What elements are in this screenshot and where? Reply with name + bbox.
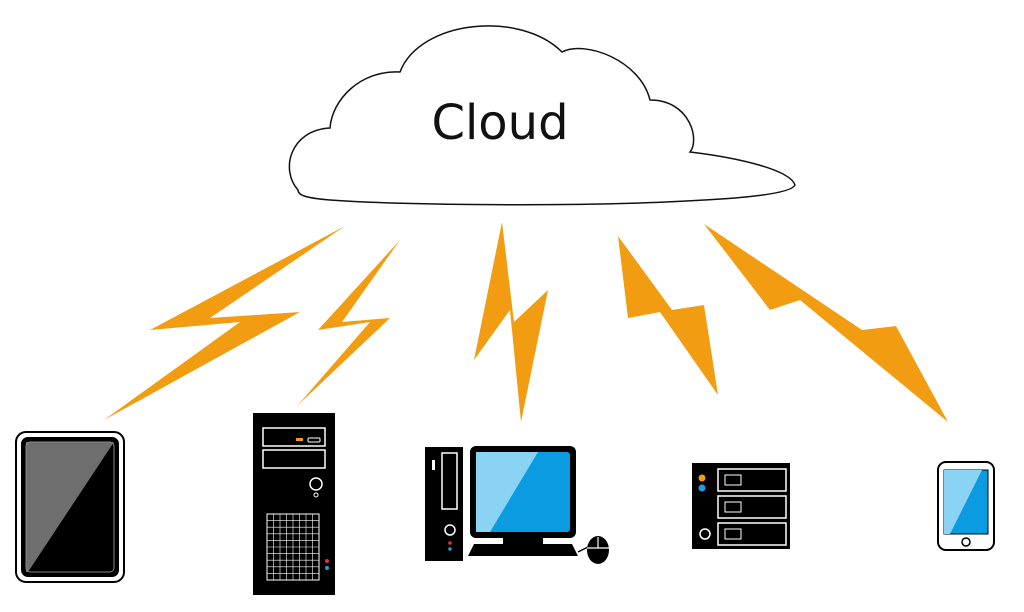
mouse-icon <box>587 536 609 564</box>
tablet-icon <box>15 431 125 583</box>
lightning-bolt-icon <box>618 236 718 395</box>
desktop-computer-icon <box>425 446 609 564</box>
lightning-bolt-icon <box>704 224 948 422</box>
cloud-shape <box>288 25 796 206</box>
cloud-label: Cloud <box>431 95 569 151</box>
tower-pc-icon <box>253 413 335 595</box>
smartphone-icon <box>937 461 995 551</box>
lightning-bolt-icon <box>298 240 400 405</box>
lightning-bolt-icon <box>474 222 548 422</box>
nas-server-icon <box>692 463 790 549</box>
lightning-bolt-icon <box>104 226 345 420</box>
